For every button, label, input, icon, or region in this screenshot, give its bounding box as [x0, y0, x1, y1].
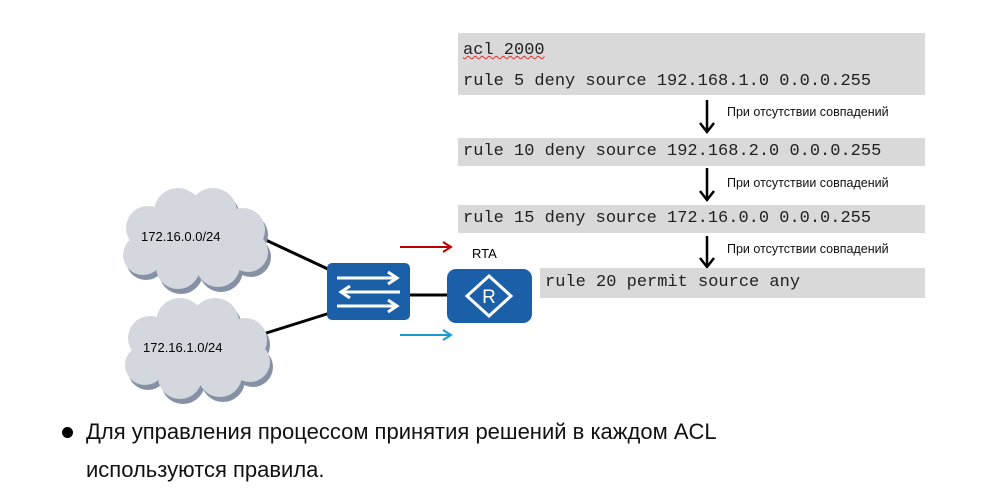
- bullet-icon: [62, 427, 73, 438]
- no-match-label: При отсутствии совпадений: [727, 242, 889, 256]
- router-icon: R: [447, 269, 532, 323]
- blue-arrow-icon: [400, 329, 453, 341]
- link-cloud1-switch: [254, 233, 331, 272]
- acl-rule-5: rule 5 deny source 192.168.1.0 0.0.0.255: [463, 72, 872, 91]
- router-label: RTA: [472, 246, 497, 261]
- acl-block: acl 2000 rule 5 deny source 192.168.1.0 …: [458, 33, 925, 95]
- no-match-label: При отсутствии совпадений: [727, 176, 889, 190]
- red-arrow-icon: [400, 241, 453, 253]
- down-arrow-icon: [699, 236, 715, 270]
- cloud2-label: 172.16.1.0/24: [143, 340, 223, 355]
- bullet-text-line2: используются правила.: [86, 457, 325, 482]
- acl-rule-10: rule 10 deny source 192.168.2.0 0.0.0.25…: [463, 142, 882, 161]
- cloud1-label: 172.16.0.0/24: [141, 229, 221, 244]
- acl-rule-15: rule 15 deny source 172.16.0.0 0.0.0.255: [463, 209, 872, 228]
- switch-icon: [327, 263, 410, 320]
- acl-header: acl 2000: [463, 41, 545, 60]
- acl-rule-block: rule 20 permit source any: [540, 268, 925, 298]
- acl-rule-20: rule 20 permit source any: [545, 273, 801, 292]
- down-arrow-icon: [699, 100, 715, 135]
- down-arrow-icon: [699, 168, 715, 203]
- link-cloud2-switch: [259, 311, 331, 337]
- bullet-text-line1: Для управления процессом принятия решени…: [86, 419, 717, 444]
- svg-text:R: R: [482, 287, 496, 308]
- no-match-label: При отсутствии совпадений: [727, 105, 889, 119]
- acl-rule-block: rule 10 deny source 192.168.2.0 0.0.0.25…: [458, 138, 925, 166]
- acl-rule-block: rule 15 deny source 172.16.0.0 0.0.0.255: [458, 205, 925, 233]
